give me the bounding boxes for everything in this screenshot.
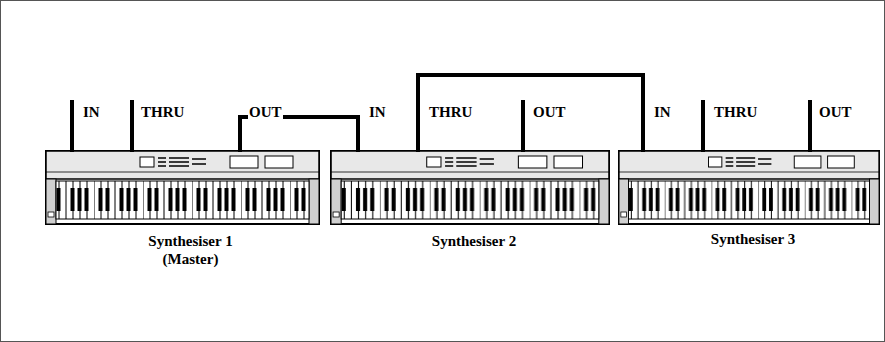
midi-cable (240, 117, 358, 152)
midi-port-label: THRU (713, 104, 758, 120)
synthesiser-keyboard: Synthesiser 3 (618, 150, 885, 268)
synth-name: Synthesiser 1 (45, 232, 336, 250)
midi-port-label: OUT (532, 104, 567, 120)
synth-name: Synthesiser 3 (618, 230, 885, 248)
synth-name: Synthesiser 2 (330, 232, 618, 250)
synthesiser-keyboard: Synthesiser 1(Master) (45, 150, 336, 268)
midi-port-label: IN (82, 104, 101, 120)
midi-port-label: THRU (140, 104, 185, 120)
synthesiser-keyboard: Synthesiser 2 (330, 150, 618, 268)
midi-port-label: OUT (248, 104, 283, 120)
midi-port-label: THRU (428, 104, 473, 120)
synth-role: (Master) (45, 250, 336, 268)
midi-cable (418, 75, 643, 152)
port-stubs (72, 75, 810, 152)
midi-port-label: OUT (818, 104, 853, 120)
midi-port-label: IN (368, 104, 387, 120)
midi-port-label: IN (653, 104, 672, 120)
